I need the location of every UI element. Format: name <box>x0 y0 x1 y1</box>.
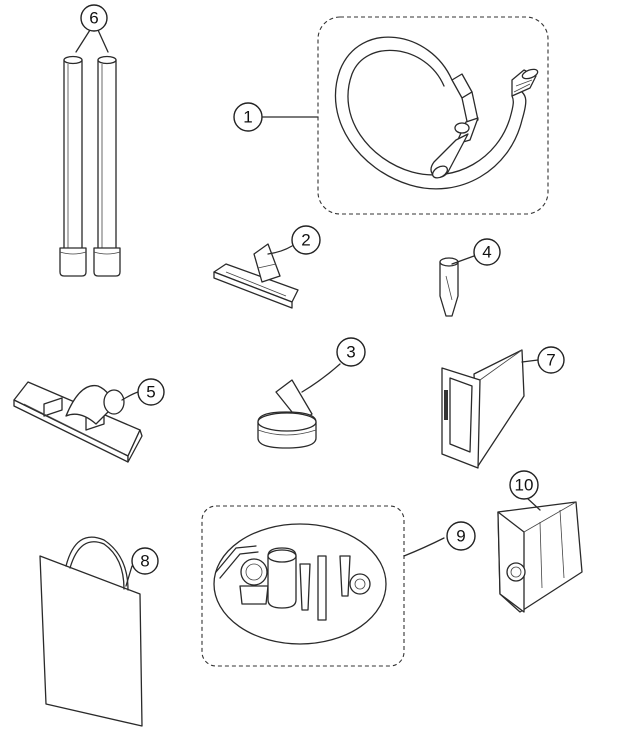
part-4-crevice-tool <box>439 255 475 317</box>
callout-2: 2 <box>291 225 321 255</box>
callout-4-label: 4 <box>482 243 491 262</box>
callout-7-label: 7 <box>546 351 555 370</box>
callout-1: 1 <box>233 102 263 132</box>
callout-7: 7 <box>537 346 565 374</box>
callout-3: 3 <box>336 337 366 367</box>
callout-3-label: 3 <box>346 343 355 362</box>
callout-4: 4 <box>473 238 501 266</box>
callout-10-label: 10 <box>515 476 534 495</box>
callout-1-label: 1 <box>243 108 252 127</box>
callout-6-label: 6 <box>89 9 98 28</box>
callout-8: 8 <box>131 547 159 575</box>
callout-9-label: 9 <box>456 527 465 546</box>
part-9-accessory-kit <box>201 505 445 667</box>
part-1-hose <box>262 16 549 215</box>
part-3-round-adapter <box>257 363 341 449</box>
part-10-dust-bag <box>497 497 583 613</box>
part-7-filter-bag-frame <box>441 349 539 469</box>
part-6-extension-wands <box>59 29 121 277</box>
part-5-floor-nozzle <box>13 381 143 463</box>
part-8-shopping-bag <box>39 536 143 727</box>
callout-9: 9 <box>446 521 476 551</box>
part-2-small-floor-tool <box>213 243 299 309</box>
callout-6: 6 <box>80 4 108 32</box>
callout-5: 5 <box>137 378 165 406</box>
callout-5-label: 5 <box>146 383 155 402</box>
callout-8-label: 8 <box>140 552 149 571</box>
callout-2-label: 2 <box>301 231 310 250</box>
callout-10: 10 <box>509 470 539 500</box>
